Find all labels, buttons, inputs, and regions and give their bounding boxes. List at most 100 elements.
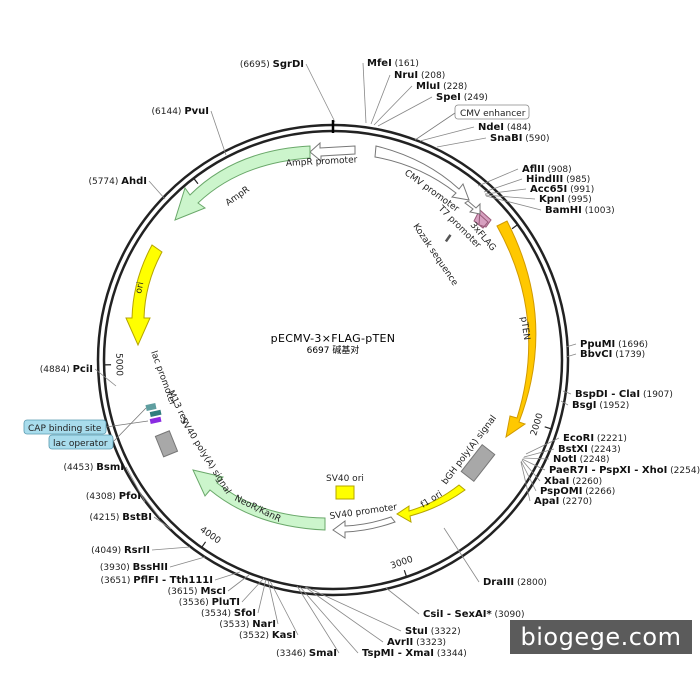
site-name: KasI [272,630,296,641]
restriction-site-label: TspMI - XmaI (3344) [362,648,467,659]
site-position: (590) [522,134,549,144]
pten-label: pTEN [518,316,531,341]
neo-arrow [192,469,326,531]
restriction-site-label: AflII (908) [522,164,572,175]
backbone-outer-ring [96,123,570,597]
site-name: BstXI [558,444,588,455]
site-name: SfoI [234,608,256,619]
site-leader-line [210,110,227,156]
site-leader-line [565,343,577,348]
site-name: SgrDI [273,59,304,70]
site-leader-line [94,368,117,387]
cap-binding-tag [23,419,107,435]
site-name: PflFI - Tth111I [133,575,213,586]
site-leader-line [419,126,475,142]
site-name: MscI [200,586,226,597]
site-leader-line [483,178,523,193]
ori-label: ori [134,281,146,295]
lac-operator-tag [48,434,114,450]
site-name: XbaI [544,476,569,487]
plasmid-name: pECMV-3×FLAG-pTEN [271,332,396,345]
restriction-site-label: ApaI (2270) [534,496,592,507]
site-position: (3930) [100,563,133,573]
site-leader-line [565,353,577,358]
restriction-site-label: (3346) SmaI [276,648,337,659]
site-position: (3615) [168,587,201,597]
site-leader-line [151,546,191,551]
site-name: BsgI [572,400,596,411]
site-position: (6695) [240,60,273,70]
site-leader-line [304,586,384,643]
site-position: (985) [563,175,590,185]
site-name: SmaI [309,648,337,659]
site-position: (2270) [559,497,592,507]
site-leader-line [477,168,519,187]
site-position: (3090) [492,610,525,620]
site-leader-line [520,461,531,502]
sv40-ori-label: SV40 ori [326,474,364,484]
site-position: (3323) [413,638,446,648]
restriction-site-label: MfeI (161) [367,58,419,69]
site-leader-line [214,571,241,581]
site-leader-line [370,74,391,125]
site-name: RsrII [124,545,150,556]
site-position: (2243) [588,445,621,455]
site-leader-line [227,574,250,592]
site-name: KpnI [539,194,565,205]
site-position: (2800) [514,578,547,588]
tick-mark [403,570,408,578]
restriction-site-label: NruI (208) [394,70,445,81]
site-leader-line [373,85,413,126]
sv40-polya-box [154,430,179,458]
sv40-ori-box [335,485,355,500]
cap-binding-label: CAP binding site [28,424,102,434]
restriction-site-label: (4884) PciI [40,364,93,375]
site-name: NarI [252,619,276,630]
restriction-site-label: XbaI (2260) [544,476,602,487]
site-position: (3344) [434,649,467,659]
site-position: (908) [545,165,572,175]
site-leader-line [443,527,480,583]
site-leader-line [522,457,550,460]
site-position: (1003) [582,206,615,216]
site-position: (3651) [100,576,133,586]
site-position: (2266) [582,487,615,497]
site-leader-line [299,586,359,654]
site-name: NruI [394,70,418,81]
site-position: (2254) [667,466,700,476]
restriction-site-label: (3534) SfoI [201,608,256,619]
site-name: DraIII [483,577,514,588]
restriction-site-label: PaeR7I - PspXI - XhoI (2254) [549,465,700,476]
restriction-site-label: SpeI (249) [436,92,488,103]
site-leader-line [142,495,161,519]
site-leader-line [125,466,146,503]
restriction-site-label: (3533) NarI [219,619,276,630]
restriction-site-label: (3615) MscI [168,586,226,597]
restriction-site-label: BsgI (1952) [572,400,629,411]
restriction-site-label: Acc65I (991) [530,184,594,195]
feature-layer [125,141,537,539]
site-name: CsiI - SexAI* [423,609,492,620]
site-position: (991) [567,185,594,195]
site-leader-line [436,137,487,148]
site-leader-line [521,458,546,471]
tick-mark [511,224,519,230]
flag-arrow [473,208,492,229]
restriction-site-label: (6695) SgrDI [240,59,304,70]
restriction-site-label: (4453) BsmI [63,462,124,473]
site-leader-line [296,585,340,654]
restriction-site-label: PspOMI (2266) [540,486,615,497]
site-position: (484) [504,123,531,133]
lac-operator-mark [145,403,157,411]
restriction-site-label: HindIII (985) [526,174,590,185]
restriction-site-label: (5774) AhdI [88,176,147,187]
bgh-polya-box [460,443,496,483]
site-position: (2221) [594,434,627,444]
site-position: (4049) [91,546,124,556]
site-name: PluTI [212,597,240,608]
site-position: (161) [392,59,419,69]
site-position: (1696) [615,340,648,350]
site-leader-line [520,460,537,492]
site-position: (5774) [88,177,121,187]
